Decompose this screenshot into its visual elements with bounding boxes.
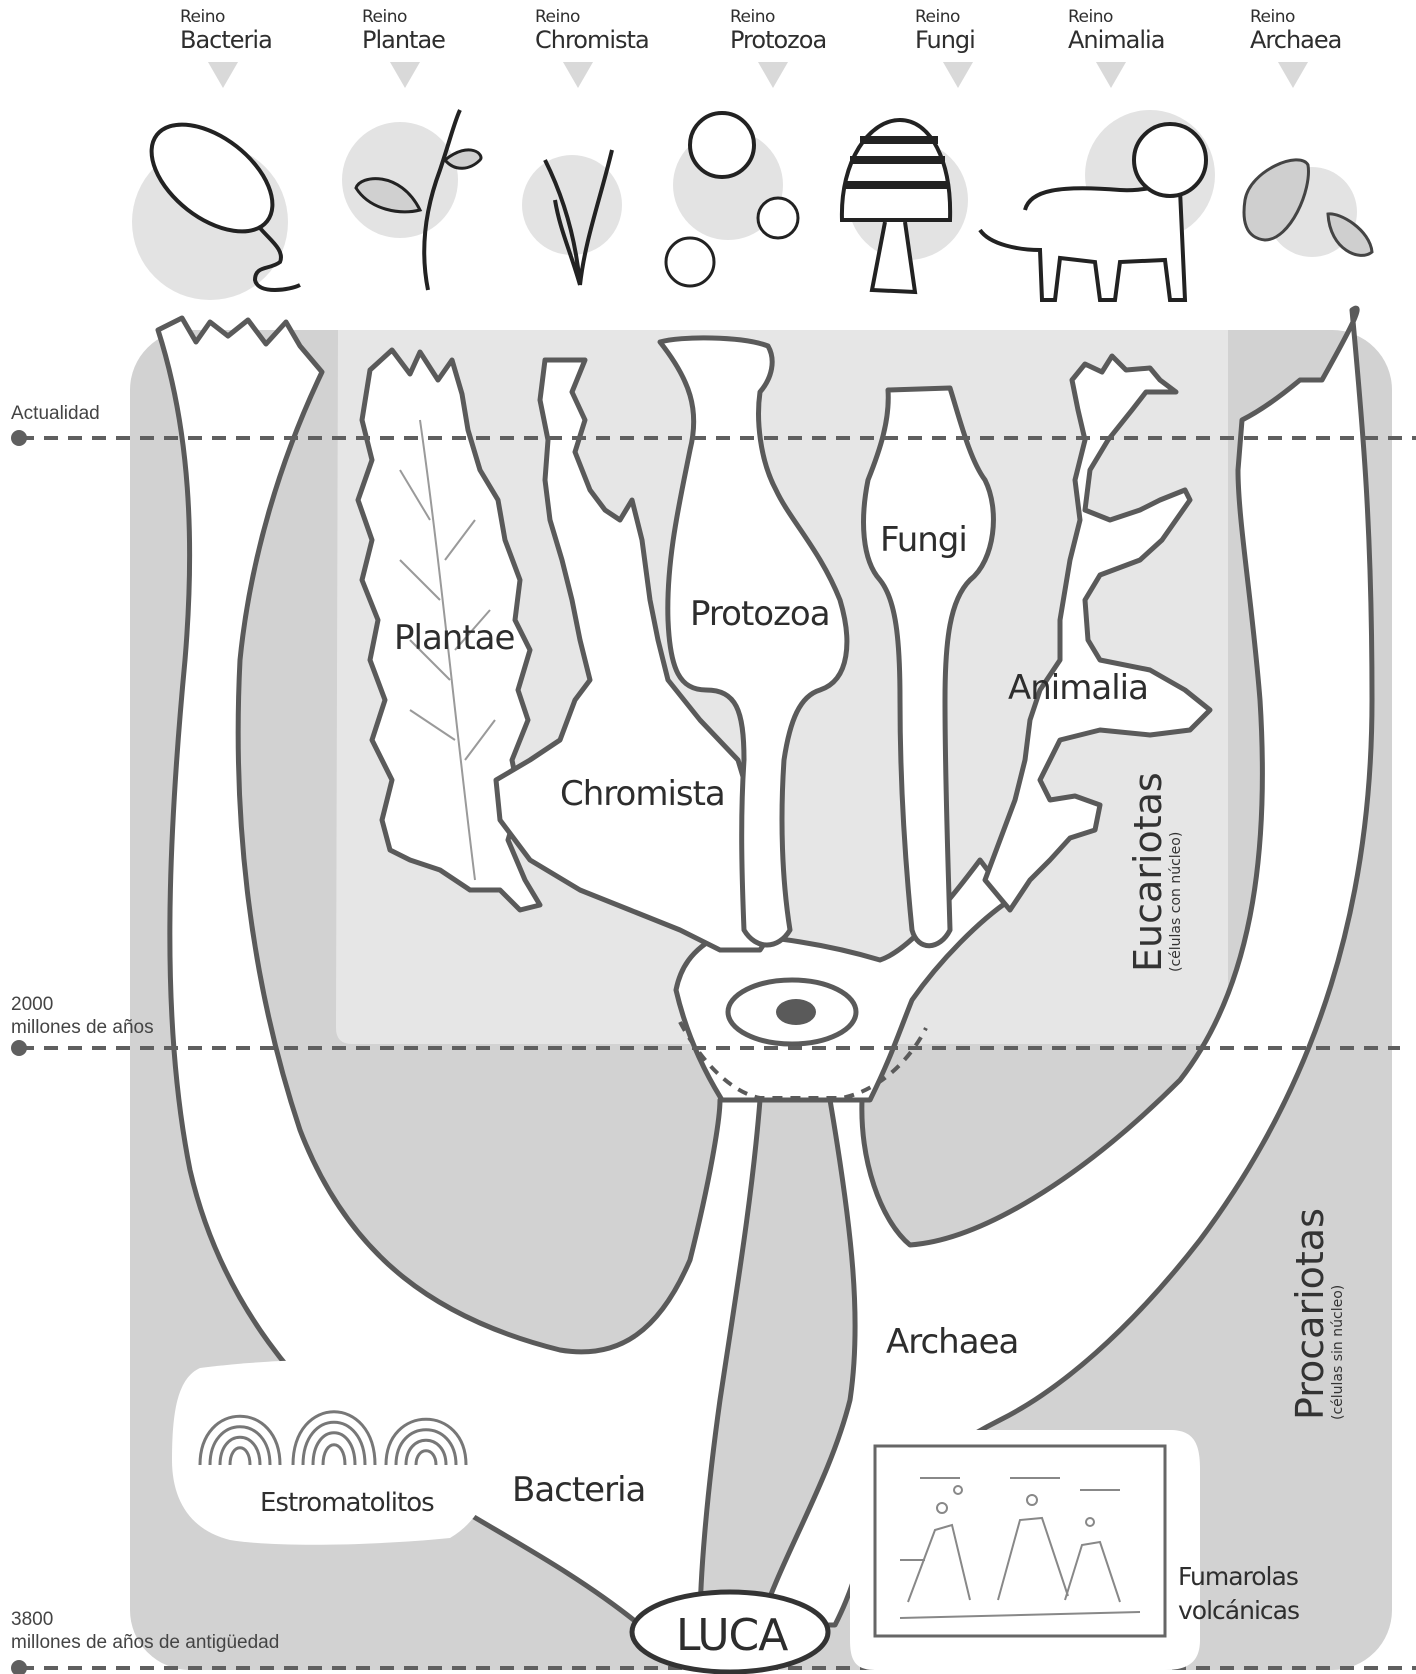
down-arrow-icon [1278,62,1308,88]
down-arrow-icon [1096,62,1126,88]
branch-label-bacteria: Bacteria [512,1470,645,1510]
tiger-illustration [980,110,1215,300]
kingdom-name: Chromista [535,26,685,54]
stromatolites-label: Estromatolitos [260,1488,434,1518]
timeline-2000-dot [11,1040,27,1056]
eukaryotes-title: Eucariotas [1128,772,1168,972]
kingdom-prefix: Reino [915,8,1065,26]
kingdom-prefix: Reino [730,8,880,26]
timeline-3800-unit: millones de años de antigüedad [11,1631,279,1654]
down-arrow-icon [390,62,420,88]
kingdom-header-animalia: Reino Animalia [1068,8,1218,54]
down-arrow-icon [563,62,593,88]
timeline-2000-value: 2000 [11,993,154,1016]
kingdom-header-bacteria: Reino Bacteria [180,8,330,54]
kingdom-header-protozoa: Reino Protozoa [730,8,880,54]
kingdom-name: Animalia [1068,26,1218,54]
kingdom-prefix: Reino [1068,8,1218,26]
kingdom-name: Plantae [362,26,512,54]
kingdom-header-fungi: Reino Fungi [915,8,1065,54]
vents-label: Fumarolas volcánicas [1178,1560,1299,1628]
branch-label-animalia: Animalia [1008,668,1148,708]
down-arrow-icon [943,62,973,88]
branch-label-fungi: Fungi [880,520,967,560]
vents-label-line2: volcánicas [1178,1594,1299,1628]
timeline-2000-unit: millones de años [11,1016,154,1039]
plant-illustration [342,110,481,290]
mushroom-illustration [842,120,968,292]
kingdom-header-archaea: Reino Archaea [1250,8,1400,54]
timeline-2000-label: 2000 millones de años [11,993,154,1039]
bacteria-illustration [132,103,300,300]
kingdom-header-chromista: Reino Chromista [535,8,685,54]
kingdom-prefix: Reino [180,8,330,26]
archaea-illustration [1244,160,1372,257]
kingdom-prefix: Reino [362,8,512,26]
timeline-3800-value: 3800 [11,1608,279,1631]
prokaryotes-title: Procariotas [1290,1208,1330,1420]
branch-label-plantae: Plantae [394,618,514,658]
kingdom-prefix: Reino [535,8,685,26]
kingdom-name: Protozoa [730,26,880,54]
kingdom-header-plantae: Reino Plantae [362,8,512,54]
down-arrow-icon [758,62,788,88]
timeline-present-label: Actualidad [11,402,100,425]
eukaryotes-label: Eucariotas (células con núcleo) [1128,772,1184,972]
kingdom-name: Bacteria [180,26,330,54]
kingdom-name: Fungi [915,26,1065,54]
protozoa-illustration [666,113,798,286]
luca-label: LUCA [676,1610,787,1661]
kingdom-prefix: Reino [1250,8,1400,26]
timeline-present-dot [11,430,27,446]
cell-nucleus [776,999,816,1025]
timeline-3800-dot [11,1660,27,1674]
branch-label-archaea: Archaea [886,1322,1018,1362]
kingdom-name: Archaea [1250,26,1400,54]
branch-label-protozoa: Protozoa [690,594,830,634]
vents-label-line1: Fumarolas [1178,1560,1299,1594]
prokaryotes-label: Procariotas (células sin núcleo) [1290,1208,1346,1420]
prokaryotes-note: (células sin núcleo) [1330,1208,1346,1420]
timeline-3800-label: 3800 millones de años de antigüedad [11,1608,279,1654]
down-arrow-icon [208,62,238,88]
vents-inset-background [850,1430,1200,1670]
branch-label-chromista: Chromista [560,774,725,814]
chromista-illustration [522,150,622,285]
eukaryotes-note: (células con núcleo) [1168,772,1184,972]
